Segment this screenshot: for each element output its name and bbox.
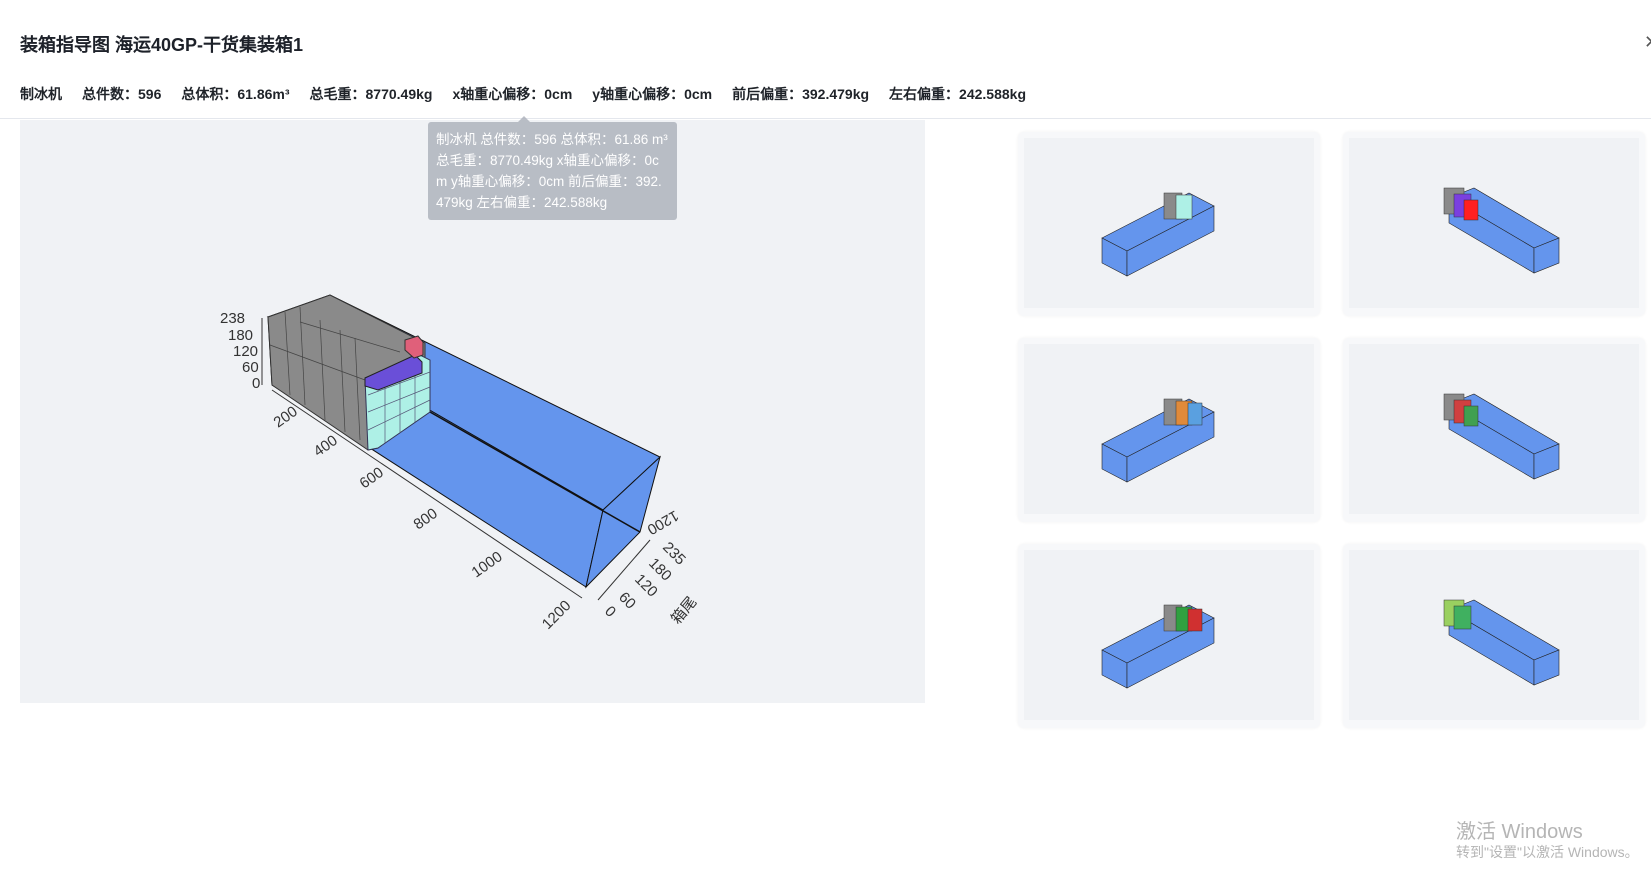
thumbnail-cargo [1163, 192, 1193, 220]
height-tick: 60 [242, 359, 259, 376]
thumbnail-3d-view [1101, 604, 1215, 689]
front-back-imbalance: 前后偏重：392.479kg [732, 86, 870, 102]
thumbnail-cargo [1443, 599, 1472, 630]
thumbnail-canvas [1024, 138, 1314, 308]
cargo-pink-box [404, 335, 424, 359]
length-tick: 200 [271, 403, 301, 431]
view-thumbnail[interactable] [1343, 544, 1645, 728]
thumbnail-3d-view [1443, 187, 1560, 274]
thumbnail-canvas [1349, 344, 1639, 514]
windows-watermark-title: 激活 Windows [1456, 821, 1583, 843]
thumbnail-3d-view [1443, 393, 1560, 480]
length-tick: 600 [357, 464, 387, 492]
divider [0, 118, 1651, 119]
view-thumbnail[interactable] [1343, 132, 1645, 316]
container-3d-chart[interactable]: 238 180 120 60 0 200 400 600 800 1000 12… [20, 120, 925, 703]
view-thumbnail[interactable] [1343, 338, 1645, 522]
windows-watermark-hint: 转到"设置"以激活 Windows。 [1456, 844, 1639, 860]
page-title: 装箱指导图 海运40GP-干货集装箱1 [20, 35, 304, 55]
thumbnail-cargo [1163, 604, 1203, 632]
view-thumbnail[interactable] [1018, 544, 1320, 728]
thumbnail-3d-view [1101, 398, 1215, 483]
thumbnail-canvas [1024, 550, 1314, 720]
height-tick: 0 [252, 375, 260, 392]
width-tick: 60 [615, 589, 639, 613]
thumbnail-canvas [1349, 138, 1639, 308]
total-volume: 总体积：61.86m³ [181, 86, 290, 102]
length-tick: 1000 [469, 548, 506, 581]
width-tick: 0 [601, 603, 619, 621]
summary-bar: 制冰机 总件数：596 总体积：61.86m³ 总毛重：8770.49kg x轴… [20, 84, 1026, 104]
height-tick: 120 [233, 343, 258, 360]
height-tick: 180 [228, 327, 253, 344]
product-name: 制冰机 [20, 86, 62, 102]
thumbnail-cargo [1443, 393, 1479, 427]
total-count: 总件数：596 [82, 86, 162, 102]
height-tick: 238 [220, 310, 245, 327]
thumbnail-cargo [1443, 187, 1479, 221]
x-offset: x轴重心偏移：0cm [452, 86, 573, 102]
view-thumbnail[interactable] [1018, 132, 1320, 316]
width-axis [597, 539, 651, 601]
width-axis-label: 箱尾 [668, 594, 700, 628]
left-right-imbalance: 左右偏重：242.588kg [889, 86, 1026, 102]
thumbnail-canvas [1349, 550, 1639, 720]
thumbnail-cargo [1163, 398, 1203, 426]
length-axis [271, 389, 583, 599]
chart-tooltip: 制冰机 总件数：596 总体积：61.86 m³ 总毛重：8770.49kg x… [428, 116, 677, 220]
view-thumbnail[interactable] [1018, 338, 1320, 522]
far-length-tick: 1200 [644, 507, 681, 538]
thumbnail-canvas [1024, 344, 1314, 514]
cargo-gray-grid [269, 306, 401, 441]
thumbnail-3d-view [1101, 192, 1215, 277]
total-weight: 总毛重：8770.49kg [309, 86, 433, 102]
length-tick: 1200 [539, 597, 575, 633]
y-offset: y轴重心偏移：0cm [592, 86, 713, 102]
container-hidden-edge [429, 411, 641, 533]
thumbnail-3d-view [1443, 599, 1560, 686]
close-icon[interactable]: ✕ [1644, 32, 1651, 53]
length-tick: 400 [311, 432, 341, 460]
length-tick: 800 [411, 505, 441, 533]
